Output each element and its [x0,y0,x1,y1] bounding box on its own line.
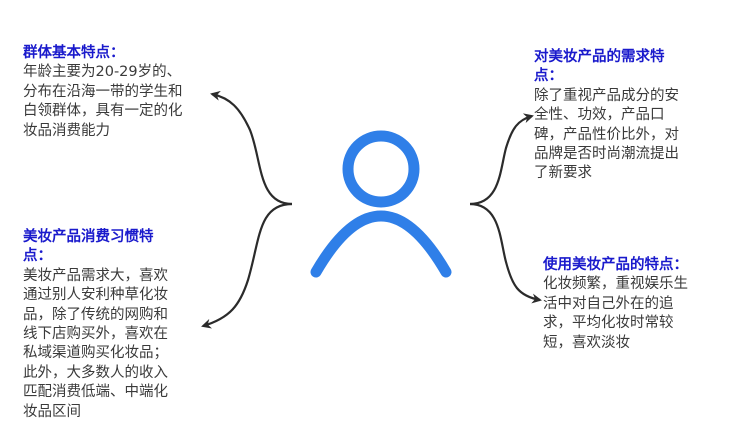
text-line: 活中对自己外在的追 [543,295,674,312]
text-line: 全性、功效，产品口 [534,107,665,124]
text-line: 白领群体，具有一定的化 [23,103,183,120]
arrow-to-demand-features [469,113,534,206]
arrow-to-group-basics [210,90,293,206]
usage-features-text: 化妆频繁，重视娱乐生 活中对自己外在的追 求，平均化妆时常较 短，喜欢淡妆 [543,275,723,353]
group-basics-block: 群体基本特点： 年龄主要为20-29岁的、 分布在沿海一带的学生和 白领群体，具… [23,44,213,141]
text-line: 碑，产品性价比外，对 [534,126,679,143]
text-line: 品牌是否时尚潮流提出 [534,146,679,163]
text-line: 线下店购买外，喜欢在 [23,326,168,343]
demand-features-title: 对美妆产品的需求特 点： [534,48,714,87]
title-line: 美妆产品消费习惯特 [23,229,154,245]
text-line: 除了重视产品成分的安 [534,87,679,104]
consumption-habits-title: 美妆产品消费习惯特 点： [23,228,213,267]
text-line: 此外，大多数人的收入 [23,364,168,381]
title-line: 点： [534,68,563,85]
text-line: 私域渠道购买化妆品； [23,345,168,362]
text-line: 求，平均化妆时常较 [543,315,674,332]
text-line: 匹配消费低端、中端化 [23,384,168,401]
text-line: 短，喜欢淡妆 [543,334,630,351]
title-line: 对美妆产品的需求特 [534,49,665,65]
text-line: 分布在沿海一带的学生和 [23,83,183,100]
arrow-to-usage-features [469,202,542,304]
usage-features-block: 使用美妆产品的特点： 化妆频繁，重视娱乐生 活中对自己外在的追 求，平均化妆时常… [543,256,723,353]
group-basics-title: 群体基本特点： [23,45,125,61]
group-basics-text: 年龄主要为20-29岁的、 分布在沿海一带的学生和 白领群体，具有一定的化 妆品… [23,63,213,141]
demand-features-block: 对美妆产品的需求特 点： 除了重视产品成分的安 全性、功效，产品口 碑，产品性价… [534,48,714,184]
text-line: 美妆产品需求大，喜欢 [23,267,168,284]
text-line: 了新要求 [534,165,592,182]
text-line: 化妆频繁，重视娱乐生 [543,276,688,293]
text-line: 通过别人安利种草化妆 [23,287,168,304]
consumption-habits-text: 美妆产品需求大，喜欢 通过别人安利种草化妆 品，除了传统的网购和 线下店购买外，… [23,267,213,422]
text-line: 妆品区间 [23,403,81,420]
title-line: 点： [23,248,52,265]
person-icon [310,130,452,278]
text-line: 年龄主要为20-29岁的、 [23,64,182,81]
text-line: 品，除了传统的网购和 [23,306,168,323]
arrow-to-consumption-habits [201,202,293,329]
demand-features-text: 除了重视产品成分的安 全性、功效，产品口 碑，产品性价比外，对 品牌是否时尚潮流… [534,87,714,184]
usage-features-title: 使用美妆产品的特点： [543,257,688,273]
text-line: 妆品消费能力 [23,122,110,139]
consumption-habits-block: 美妆产品消费习惯特 点： 美妆产品需求大，喜欢 通过别人安利种草化妆 品，除了传… [23,228,213,422]
